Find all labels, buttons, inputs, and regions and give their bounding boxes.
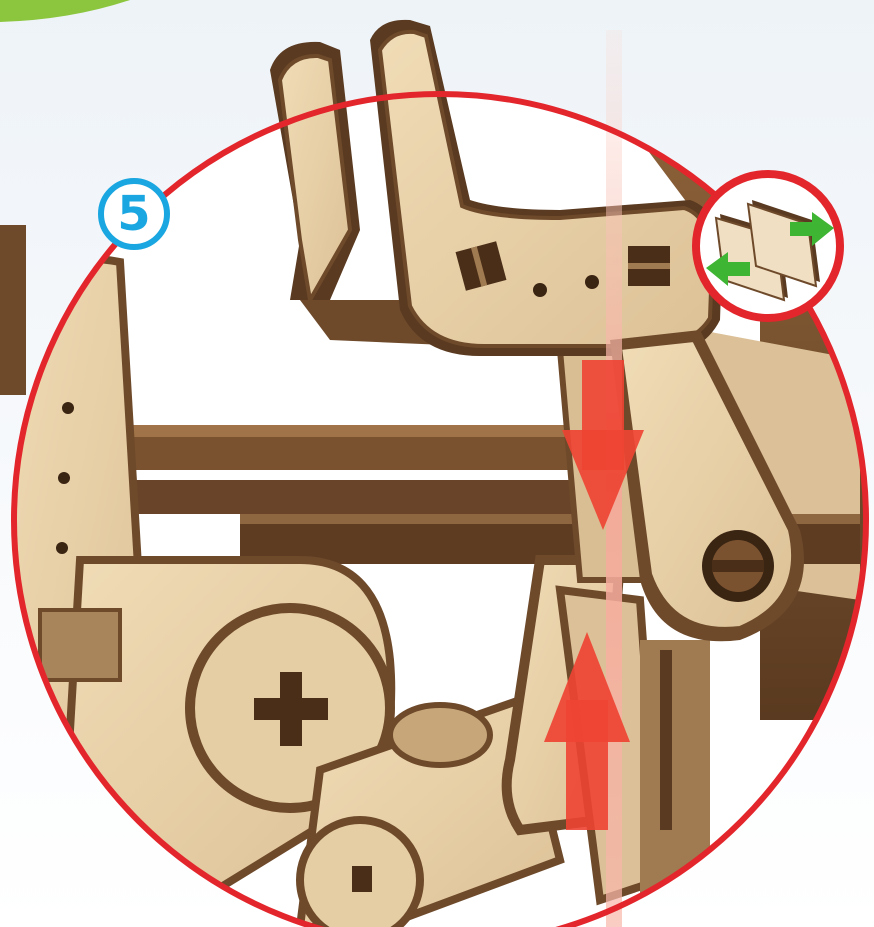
slide-pieces-together-icon bbox=[696, 174, 840, 318]
step-number-badge: 5 bbox=[98, 178, 170, 250]
outside-wood-piece bbox=[0, 225, 26, 395]
page-corner-accent bbox=[0, 0, 130, 22]
step-number: 5 bbox=[117, 190, 150, 238]
